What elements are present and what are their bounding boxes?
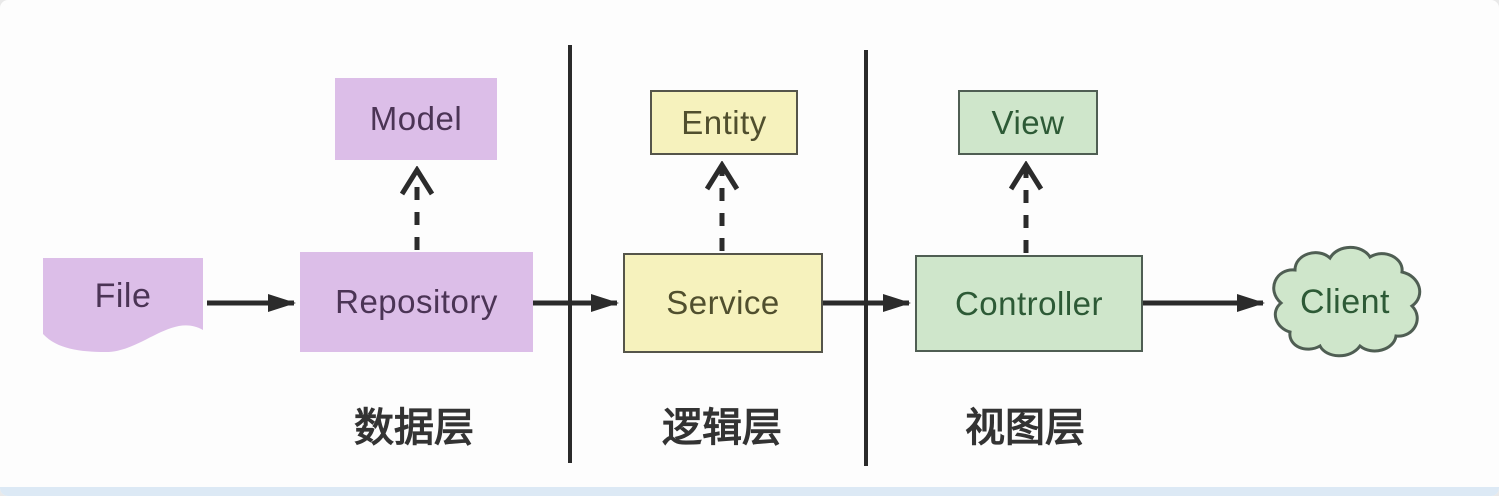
- client-cloud-shape: [1272, 245, 1422, 358]
- node-model-label: Model: [369, 100, 463, 137]
- node-repository: Repository: [300, 252, 533, 352]
- node-service: Service: [623, 253, 823, 353]
- layer-label-view: 视图层: [965, 406, 1085, 450]
- node-repository-label: Repository: [335, 283, 498, 320]
- node-controller: Controller: [915, 255, 1143, 352]
- node-controller-label: Controller: [954, 284, 1104, 322]
- bottom-strip: [0, 487, 1499, 496]
- node-view-label: View: [991, 103, 1065, 141]
- node-entity: Entity: [650, 90, 798, 155]
- node-entity-label: Entity: [681, 103, 767, 141]
- layer-label-logic: 逻辑层: [662, 406, 782, 450]
- node-service-label: Service: [666, 284, 780, 321]
- node-view: View: [958, 90, 1098, 155]
- node-model: Model: [335, 78, 497, 160]
- layer-label-data: 数据层: [354, 406, 474, 450]
- node-file-label: File: [94, 276, 152, 315]
- file-document-shape: [43, 258, 203, 352]
- node-client-label: Client: [1300, 282, 1390, 321]
